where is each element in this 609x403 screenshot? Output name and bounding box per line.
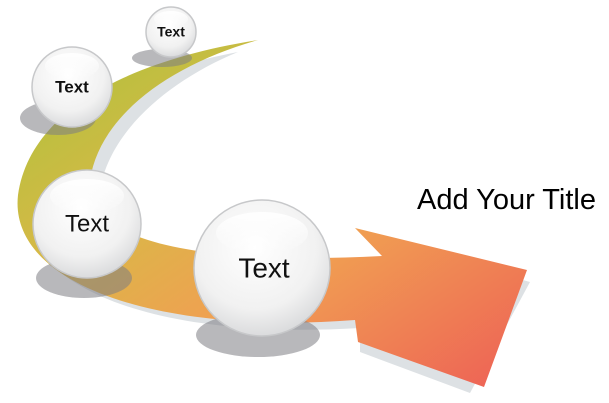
curved-arrow xyxy=(17,40,527,387)
bubble-label: Text xyxy=(157,24,185,40)
bubble-label: Text xyxy=(65,210,109,237)
bubble-3: Text xyxy=(32,169,142,279)
bubble-label: Text xyxy=(55,77,89,96)
bubble-label: Text xyxy=(238,252,290,283)
bubble-2: Text xyxy=(31,46,113,128)
bubble-1: Text xyxy=(145,6,197,58)
bubble-4: Text xyxy=(193,199,331,337)
diagram-title: Add Your Title xyxy=(417,184,596,216)
